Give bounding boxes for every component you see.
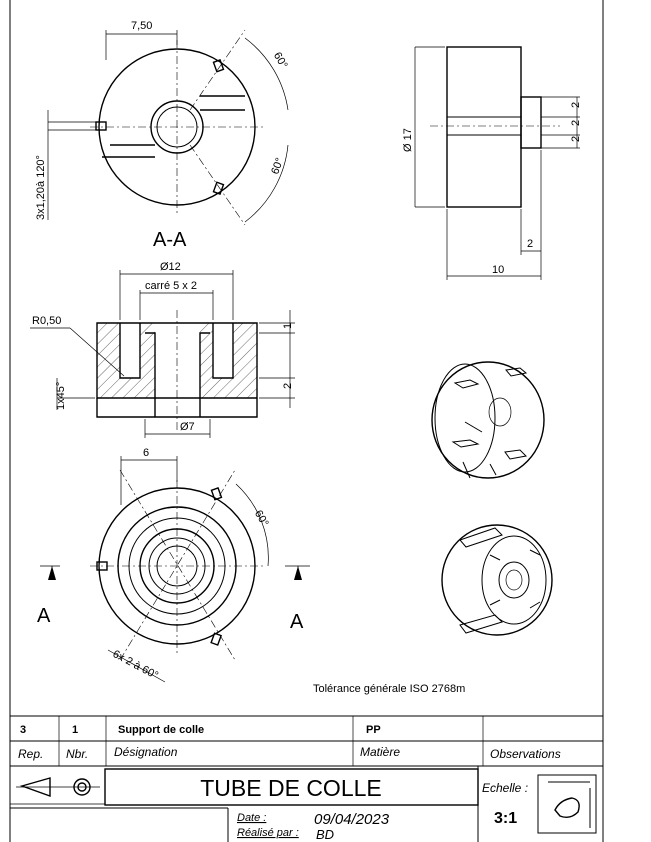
dim-step-1: 2	[570, 102, 582, 108]
header-rep: Rep.	[18, 747, 43, 761]
cell-rep: 3	[20, 724, 26, 736]
dim-bore-diameter-7: Ø7	[180, 421, 195, 433]
dim-slot-note: 3x1,20à 120°	[35, 155, 47, 220]
school-logo-icon	[537, 774, 597, 834]
dim-offset-6: 6	[143, 447, 149, 459]
scale-value: 3:1	[494, 810, 517, 827]
author-value: BD	[316, 827, 334, 842]
cell-nbr: 1	[72, 724, 78, 736]
dim-angle-top: 60°	[271, 50, 290, 70]
date-label: Date :	[237, 812, 266, 824]
dim-length-10: 10	[492, 264, 504, 276]
cut-label-left: A	[37, 605, 51, 627]
isometric-view-bottom	[441, 524, 553, 636]
dim-notches: 6x 2 à 60°	[111, 648, 160, 682]
dim-square-5x2: carré 5 x 2	[145, 280, 197, 292]
section-title-aa: A-A	[153, 229, 187, 251]
isometric-view-top	[431, 361, 545, 479]
cell-matiere: PP	[366, 724, 381, 736]
dim-chamfer: 1x45°	[55, 382, 67, 410]
dim-angle-60: 60°	[252, 508, 271, 528]
dim-diameter-17: Ø 17	[402, 128, 414, 152]
header-observations: Observations	[490, 747, 561, 761]
scale-label: Echelle :	[482, 781, 528, 795]
dim-boss-2: 2	[527, 238, 533, 250]
section-view-aa	[47, 29, 289, 226]
author-label: Réalisé par :	[237, 827, 299, 839]
cell-designation: Support de colle	[118, 724, 204, 736]
dim-outer-diameter-12: Ø12	[160, 261, 181, 273]
header-nbr: Nbr.	[66, 747, 88, 761]
tolerance-note: Tolérance générale ISO 2768m	[313, 683, 465, 695]
date-value: 09/04/2023	[314, 811, 390, 828]
dim-width-7-50: 7,50	[131, 20, 152, 32]
front-section-view	[30, 270, 295, 438]
dim-step-3: 2	[570, 136, 582, 142]
dim-top-1: 1	[282, 323, 294, 329]
dim-step-2: 2	[570, 120, 582, 126]
title-block-lines	[10, 715, 603, 842]
dim-angle-bottom: 60°	[269, 156, 286, 176]
top-view	[40, 456, 310, 683]
projection-symbol-icon	[16, 777, 100, 797]
dim-bottom-2: 2	[282, 383, 294, 389]
header-matiere: Matière	[360, 745, 400, 759]
side-view	[414, 46, 580, 280]
cut-label-right: A	[290, 611, 304, 633]
dim-radius-r050: R0,50	[32, 315, 61, 327]
drawing-title: TUBE DE COLLE	[200, 775, 382, 801]
header-designation: Désignation	[114, 745, 178, 759]
